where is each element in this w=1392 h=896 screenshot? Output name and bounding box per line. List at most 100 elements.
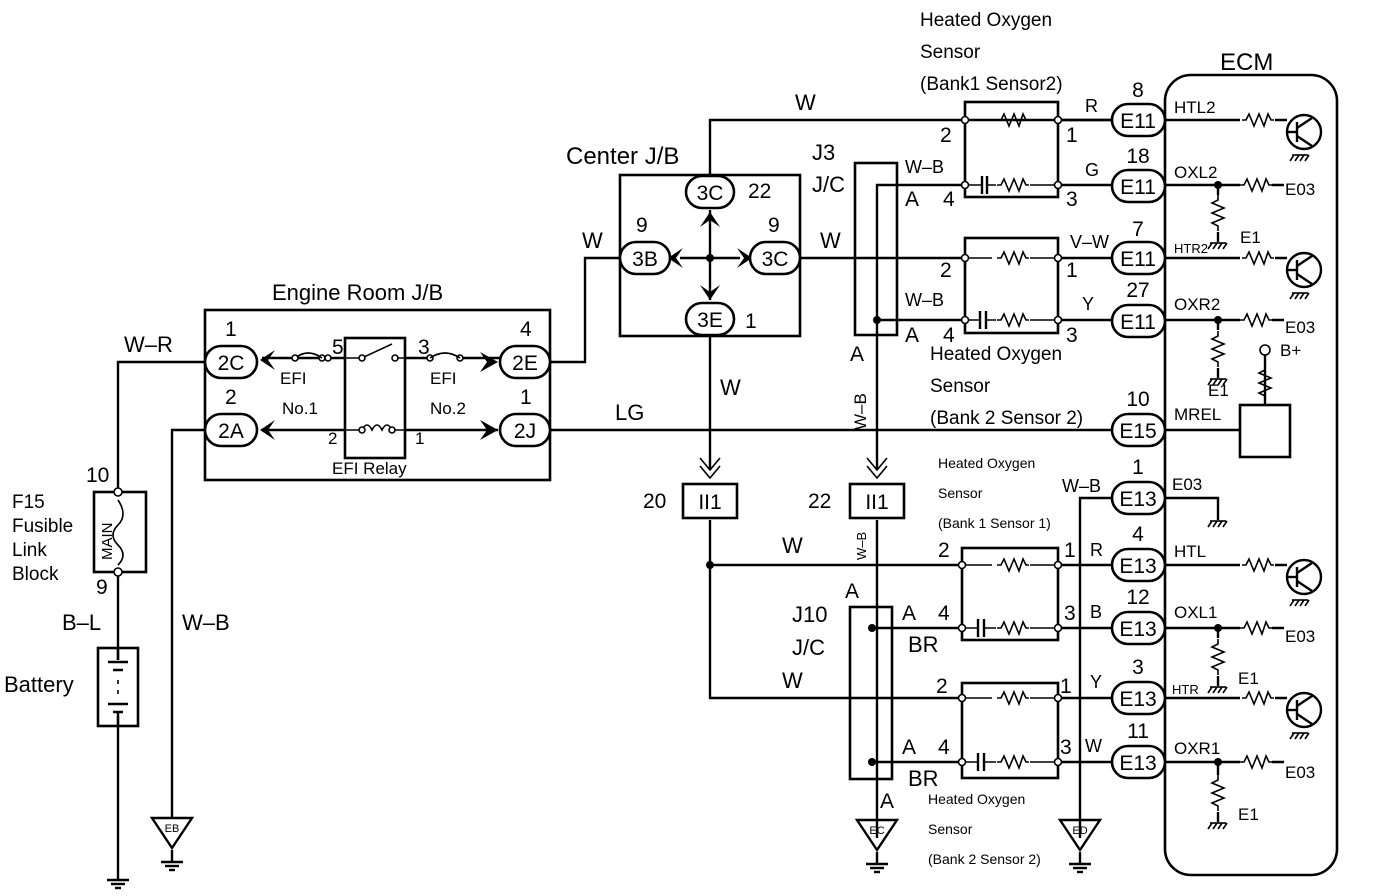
ecm-title: ECM	[1220, 49, 1273, 76]
ecm-e1c: E1	[1238, 669, 1259, 688]
pin-ii1-22: 22	[808, 490, 831, 513]
wire-br2: BR	[908, 766, 939, 791]
conn-2c: 2C	[218, 352, 245, 375]
pin-cj-22: 22	[748, 180, 771, 203]
pin-e13e: 11	[1127, 720, 1149, 743]
f15-label-2: Fusible	[12, 516, 73, 537]
no1-label: No.1	[282, 399, 318, 418]
ecm-e1b: E1	[1208, 381, 1229, 400]
pin-er-4: 4	[520, 318, 532, 341]
pin-s3-2: 2	[938, 539, 950, 562]
pin-a7: A	[880, 790, 894, 813]
j3-box	[853, 161, 899, 337]
j3-label: J3	[812, 140, 835, 165]
ground-symbols	[105, 816, 1103, 890]
pin-relay-3: 3	[418, 336, 430, 359]
pin-e11d: 27	[1126, 279, 1149, 302]
wire-wb-e13: W–B	[1062, 476, 1101, 496]
ecm-box	[1163, 73, 1339, 877]
pin-s2-4: 4	[943, 324, 955, 347]
conn-3b: 3B	[632, 248, 658, 271]
pin-e13c: 12	[1126, 586, 1149, 609]
conn-2a: 2A	[218, 420, 244, 443]
pin-s1-3: 3	[1066, 188, 1078, 211]
ecm-e03d: E03	[1285, 763, 1315, 782]
sensor-b2s2-bot-line3: (Bank 2 Sensor 2)	[928, 851, 1041, 867]
ecm-htr: HTR	[1172, 682, 1199, 697]
ecm-e03-top: E03	[1172, 475, 1202, 494]
pin-s4-4: 4	[938, 736, 950, 759]
sensor-b2s2-top-line2: Sensor	[930, 376, 991, 397]
ecm-htl: HTL	[1174, 542, 1206, 561]
ecm-htl2: HTL2	[1174, 98, 1216, 117]
conn-ii1-b: II1	[865, 491, 888, 514]
pin-cj-1: 1	[745, 310, 757, 333]
pin-cj-9l: 9	[636, 214, 648, 237]
conn-2e: 2E	[512, 352, 538, 375]
ecm-e03b: E03	[1285, 318, 1315, 337]
wire-br1: BR	[908, 632, 939, 657]
j10-label: J10	[792, 602, 827, 627]
conn-e11-c: E11	[1120, 248, 1156, 271]
ground-eb: EB	[165, 823, 180, 835]
efi-relay-internals	[291, 343, 464, 434]
wire-w6: W	[782, 668, 803, 693]
ecm-e1d: E1	[1238, 805, 1259, 824]
pin-s4-1: 1	[1060, 675, 1072, 698]
pin-ii1-20: 20	[643, 490, 666, 513]
engine-room-jb-title: Engine Room J/B	[272, 280, 443, 305]
pin-er-1b: 1	[520, 386, 532, 409]
wire-r2: R	[1090, 540, 1103, 560]
pin-er-2: 2	[225, 386, 237, 409]
wire-vw: V–W	[1070, 232, 1109, 252]
mrel-box	[1238, 403, 1292, 459]
ground-ed: ED	[1072, 825, 1087, 837]
sensor-b2s2-top-line1: Heated Oxygen	[930, 344, 1062, 365]
ecm-htr2: HTR2	[1174, 241, 1208, 256]
ecm-oxl1: OXL1	[1174, 603, 1217, 622]
pin-s4-3: 3	[1060, 736, 1072, 759]
connector-pills	[203, 102, 1167, 780]
pin-s1-4: 4	[943, 188, 955, 211]
conn-3e: 3E	[697, 309, 723, 332]
sensor-b1s2-line2: Sensor	[920, 42, 981, 63]
pin-s1-1: 1	[1066, 124, 1078, 147]
f15-label-1: F15	[12, 492, 45, 513]
pin-cj-9r: 9	[768, 214, 780, 237]
conn-e13-d: E13	[1119, 688, 1156, 711]
sensor-b2s2-bot-line2: Sensor	[928, 821, 973, 837]
pin-e11a: 8	[1132, 79, 1144, 102]
pin-a4: A	[845, 580, 859, 603]
pin-s2-3: 3	[1066, 324, 1078, 347]
pin-e11c: 7	[1132, 218, 1144, 241]
efi-relay-label: EFI Relay	[332, 459, 407, 478]
ecm-mrel: MREL	[1174, 405, 1221, 424]
sensor-box-b2s2-top	[963, 236, 1060, 335]
ecm-oxr1: OXR1	[1174, 739, 1220, 758]
conn-e11-b: E11	[1120, 176, 1156, 199]
chevrons	[260, 350, 888, 480]
junction-dots	[706, 115, 1271, 767]
ecm-oxl2: OXL2	[1174, 163, 1217, 182]
ground-ec: EC	[869, 825, 884, 837]
pin-a1: A	[905, 188, 919, 211]
f15-label-4: Block	[12, 564, 59, 585]
wire-wb-vert: W–B	[851, 393, 870, 430]
pin-e11b: 18	[1126, 145, 1149, 168]
battery-label: Battery	[4, 672, 74, 697]
wire-w1: W	[795, 90, 816, 115]
wire-wb-left: W–B	[182, 610, 230, 635]
pin-a2: A	[905, 324, 919, 347]
pin-relay-5: 5	[332, 336, 344, 359]
pin-s4-2: 2	[936, 675, 948, 698]
pin-f15-10: 10	[86, 464, 109, 487]
pin-f15-9: 9	[96, 576, 108, 599]
pin-a3: A	[850, 343, 864, 366]
wire-bl: B–L	[62, 610, 101, 635]
pin-s3-1: 1	[1064, 539, 1076, 562]
wire-w5: W	[782, 533, 803, 558]
ecm-e03a: E03	[1285, 180, 1315, 199]
conn-e15: E15	[1119, 420, 1156, 443]
wire-r1: R	[1085, 96, 1098, 116]
